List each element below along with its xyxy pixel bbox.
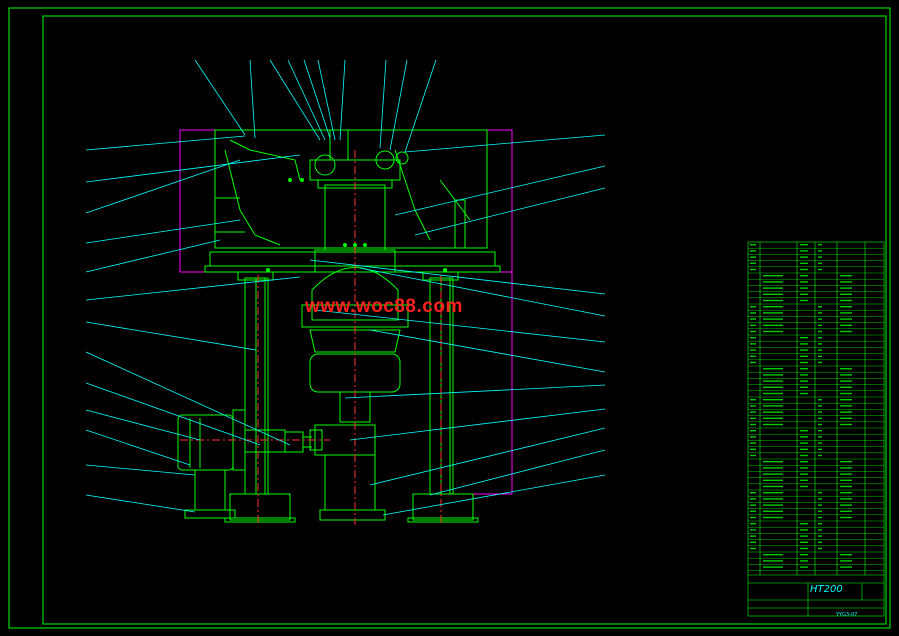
leader-lines <box>85 59 606 516</box>
inner-frame <box>42 15 887 625</box>
fastener-details <box>266 178 447 272</box>
watermark: www.woc88.com <box>305 296 463 317</box>
bom-text-marks <box>750 244 852 568</box>
bill-of-materials <box>747 241 885 617</box>
material-label: HT200 <box>810 584 843 595</box>
outer-frame <box>8 7 891 629</box>
center-lines <box>180 150 442 525</box>
bom-rows <box>748 247 884 571</box>
machine-assembly <box>177 129 501 523</box>
drawing-number: YYG3-07 <box>836 612 858 618</box>
